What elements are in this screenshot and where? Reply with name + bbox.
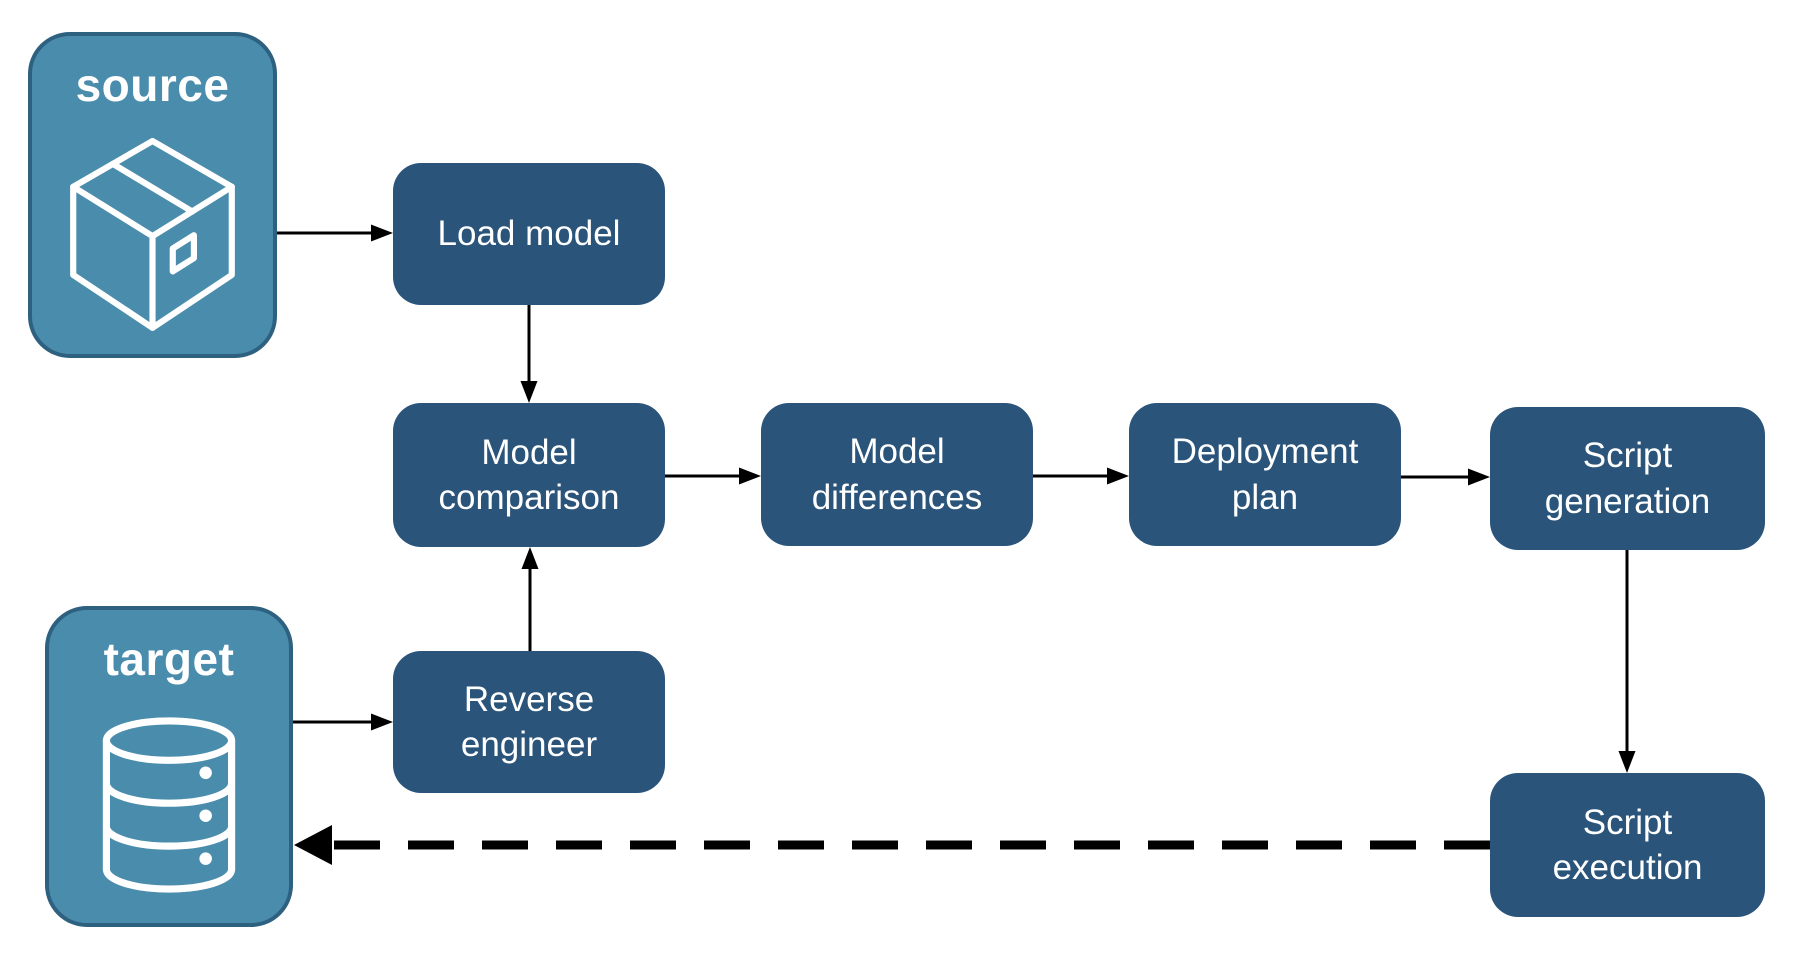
arrow-model-comparison-to-model-differences bbox=[665, 467, 761, 485]
process-label: Reverse engineer bbox=[460, 679, 598, 765]
process-model-comparison: Model comparison bbox=[393, 403, 665, 547]
target-entity: target bbox=[45, 606, 293, 927]
arrow-target-to-reverse-engineer bbox=[293, 713, 393, 731]
package-icon bbox=[32, 112, 273, 354]
process-label: Load model bbox=[437, 214, 621, 254]
process-label: Model differences bbox=[811, 432, 983, 517]
database-icon bbox=[49, 686, 289, 923]
process-label: Model comparison bbox=[438, 432, 620, 518]
process-label: Script generation bbox=[1544, 436, 1711, 521]
process-script-execution: Script execution bbox=[1490, 773, 1765, 917]
process-script-generation: Script generation bbox=[1490, 407, 1765, 550]
arrow-deployment-plan-to-script-generation bbox=[1401, 468, 1490, 486]
process-deployment-plan: Deployment plan bbox=[1129, 403, 1401, 546]
arrow-load-model-to-model-comparison bbox=[520, 305, 538, 403]
arrow-reverse-engineer-to-model-comparison bbox=[521, 547, 539, 651]
process-label: Deployment plan bbox=[1171, 432, 1359, 517]
arrow-source-to-load-model bbox=[277, 224, 393, 242]
source-label: source bbox=[75, 59, 230, 111]
process-load-model: Load model bbox=[393, 163, 665, 305]
process-reverse-engineer: Reverse engineer bbox=[393, 651, 665, 793]
arrow-script-execution-to-target-dashed bbox=[294, 825, 1490, 865]
source-entity: source bbox=[28, 32, 277, 358]
arrow-script-generation-to-script-execution bbox=[1618, 550, 1636, 773]
process-label: Script execution bbox=[1552, 802, 1703, 888]
target-label: target bbox=[103, 633, 235, 685]
arrow-model-differences-to-deployment-plan bbox=[1033, 467, 1129, 485]
process-model-differences: Model differences bbox=[761, 403, 1033, 546]
